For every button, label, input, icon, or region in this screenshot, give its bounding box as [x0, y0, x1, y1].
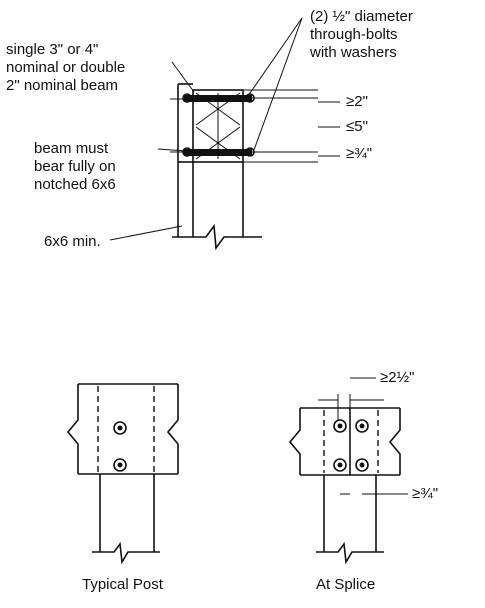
- typical-post-detail: [66, 383, 179, 565]
- splice-right-break: [388, 408, 401, 475]
- splice-left-break: [288, 408, 301, 475]
- dim-mid-label: ≤5": [346, 118, 368, 135]
- bearing-callout-line-1: beam must: [34, 140, 109, 157]
- dim-bot-label: ≥¾": [346, 145, 373, 162]
- splice-bolt-4: [355, 458, 369, 472]
- dim-splice-edge-label: ≥¾": [412, 485, 439, 502]
- beam-hatch: [195, 92, 241, 160]
- dim-top-label: ≥2": [346, 93, 368, 110]
- bolt-callout: (2) ½" diameter through-bolts with washe…: [310, 8, 413, 62]
- dim-splice-width-label: ≥2½": [380, 369, 415, 386]
- beam-callout-line-3: 2" nominal beam: [6, 77, 119, 94]
- typical-upper-bolt: [113, 421, 127, 435]
- bearing-callout: beam must bear fully on notched 6x6: [34, 140, 116, 194]
- upper-through-bolt: [184, 95, 252, 102]
- typical-post-caption: Typical Post: [82, 576, 163, 593]
- splice-bottom-break: [316, 541, 384, 565]
- beam-post-detail: [109, 17, 340, 251]
- lower-through-bolt: [184, 149, 252, 156]
- splice-detail: [288, 377, 408, 565]
- typical-bottom-break: [92, 541, 160, 565]
- bolt-callout-line-1: (2) ½" diameter: [310, 8, 413, 25]
- bearing-callout-line-3: notched 6x6: [34, 176, 116, 193]
- typical-right-break: [166, 384, 179, 474]
- beam-callout: single 3" or 4" nominal or double 2" nom…: [6, 41, 125, 95]
- beam-callout-line-2: nominal or double: [6, 59, 126, 76]
- splice-bolt-2: [355, 419, 369, 433]
- bearing-callout-line-2: bear fully on: [34, 158, 116, 175]
- splice-bolt-1: [333, 419, 347, 433]
- typical-left-break: [66, 384, 79, 474]
- post-min-callout: 6x6 min.: [44, 233, 101, 250]
- bolt-callout-line-2: through-bolts: [310, 26, 398, 43]
- splice-caption: At Splice: [316, 576, 376, 593]
- splice-bolt-3: [333, 458, 347, 472]
- typical-lower-bolt: [113, 458, 127, 472]
- bolt-callout-line-3: with washers: [310, 44, 397, 61]
- beam-section: [192, 89, 244, 163]
- post-break-line: [172, 223, 262, 251]
- beam-callout-line-1: single 3" or 4": [6, 41, 99, 58]
